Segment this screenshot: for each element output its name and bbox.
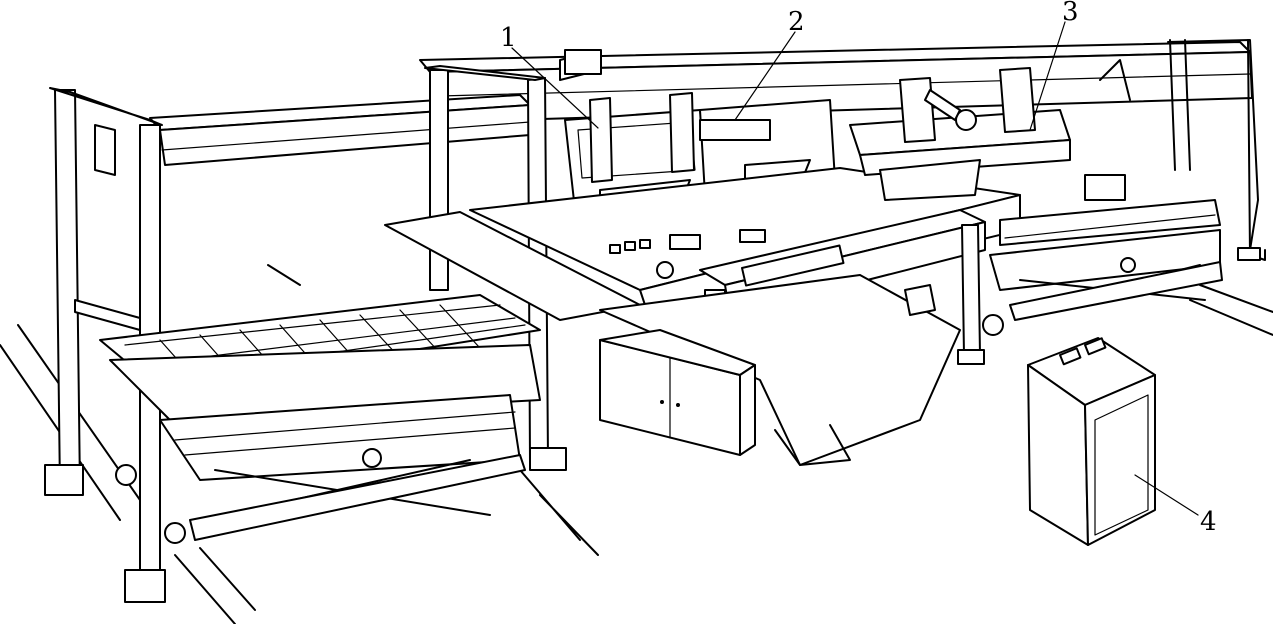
leader-2 bbox=[734, 31, 796, 121]
label-4: 4 bbox=[1200, 507, 1217, 537]
control-cabinet bbox=[1027, 337, 1156, 546]
leader-3 bbox=[1029, 21, 1066, 131]
punch-head bbox=[849, 67, 1071, 201]
top-box bbox=[564, 49, 602, 75]
press-base bbox=[599, 274, 961, 466]
press-label-plate bbox=[699, 119, 771, 141]
label-3: 3 bbox=[1062, 0, 1079, 27]
part-labels: 1 2 3 4 bbox=[500, 0, 1217, 537]
label-1: 1 bbox=[500, 23, 517, 53]
right-frame bbox=[1099, 39, 1191, 171]
leader-1 bbox=[511, 47, 599, 129]
leader-4 bbox=[1134, 474, 1199, 516]
lower-cabinet bbox=[599, 329, 756, 456]
floor-rails bbox=[0, 264, 1273, 624]
label-2: 2 bbox=[788, 7, 805, 37]
left-roller-table bbox=[99, 294, 541, 544]
right-lift-table bbox=[982, 174, 1223, 336]
leader-lines bbox=[511, 21, 1199, 516]
right-post bbox=[957, 224, 985, 365]
gantry-beam bbox=[419, 39, 1266, 261]
